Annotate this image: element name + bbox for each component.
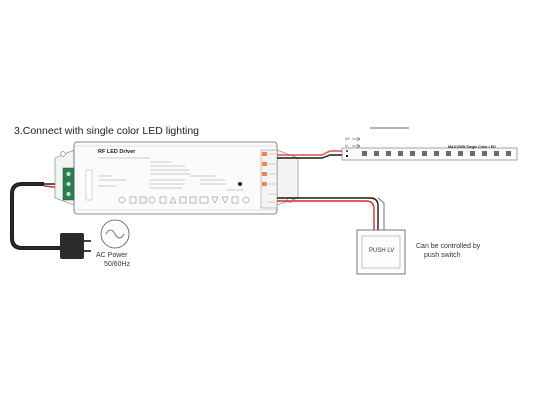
v-plus-label: V+ (345, 136, 351, 141)
control-note-line1: Can be controlled by (416, 243, 481, 250)
status-dot (238, 182, 242, 186)
control-note-line2: push switch (424, 252, 461, 259)
led-strip-label: MAX100W Single Color LED (448, 145, 496, 149)
push-switch-wires (277, 197, 385, 230)
push-switch-label: PUSH LV (369, 248, 395, 254)
page-title: 3.Connect with single color LED lighting (14, 125, 200, 137)
ac-power-label: AC Power (96, 252, 128, 259)
driver-name: RF LED Driver (98, 149, 136, 155)
v-minus-label: V- (345, 143, 349, 148)
output-terminal (260, 149, 278, 209)
driver-spec-text (98, 157, 244, 191)
ac-power-cord (10, 182, 91, 259)
push-switch (356, 229, 406, 275)
certification-icons (118, 196, 250, 204)
ac-plug (60, 233, 84, 259)
ac-source-icon (100, 219, 130, 249)
led-output-wires (277, 150, 342, 159)
led-chips (362, 151, 511, 156)
rf-led-driver (54, 141, 299, 215)
ac-input-terminal (62, 167, 93, 201)
led-strip (341, 136, 518, 161)
ac-frequency-label: 50/60Hz (104, 261, 131, 268)
